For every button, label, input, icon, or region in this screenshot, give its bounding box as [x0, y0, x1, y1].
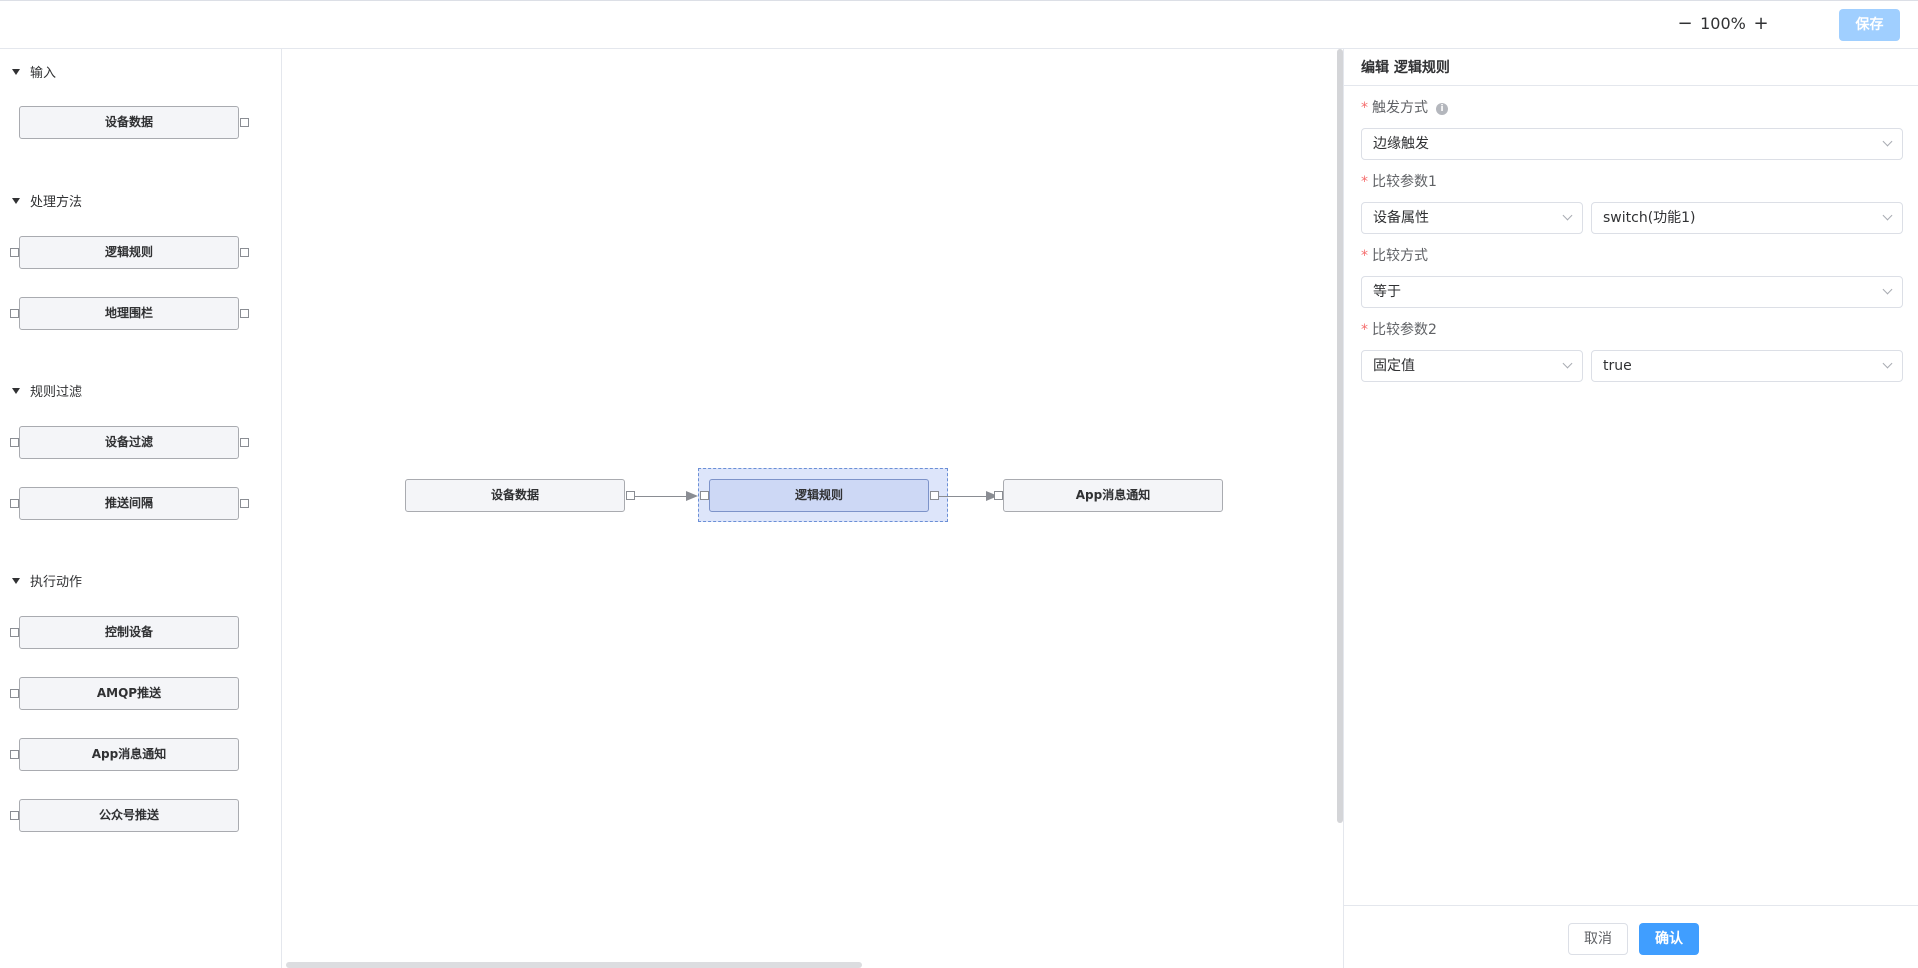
- compare-param-1-value-select[interactable]: switch(功能1): [1591, 202, 1903, 234]
- output-port[interactable]: [930, 491, 939, 500]
- vertical-scrollbar[interactable]: [1337, 49, 1343, 823]
- selected-value: true: [1603, 358, 1632, 374]
- edge-line[interactable]: [939, 496, 988, 497]
- palette-node-device-filter[interactable]: 设备过滤: [19, 426, 239, 459]
- required-mark: *: [1361, 174, 1368, 190]
- caret-down-icon: [12, 69, 20, 75]
- label-text: 比较参数1: [1372, 174, 1437, 190]
- chevron-down-icon: [1562, 210, 1573, 221]
- output-port[interactable]: [240, 118, 249, 127]
- group-title: 输入: [30, 66, 57, 81]
- node-palette: 输入 设备数据 处理方法 逻辑规则 地理围栏 规则过滤 设备过滤 推送间隔 执行…: [0, 49, 282, 968]
- edge-line[interactable]: [635, 496, 687, 497]
- palette-group-filter[interactable]: 规则过滤: [12, 383, 82, 403]
- palette-node-wechat-push[interactable]: 公众号推送: [19, 799, 239, 832]
- output-port[interactable]: [626, 491, 635, 500]
- save-button[interactable]: 保存: [1839, 9, 1900, 41]
- label-text: 比较参数2: [1372, 322, 1437, 338]
- zoom-in-button[interactable]: +: [1753, 13, 1769, 34]
- cancel-button[interactable]: 取消: [1568, 923, 1628, 955]
- group-title: 规则过滤: [30, 385, 83, 400]
- input-port[interactable]: [10, 811, 19, 820]
- input-port[interactable]: [700, 491, 709, 500]
- canvas-node-logic-rule[interactable]: 逻辑规则: [709, 479, 929, 512]
- field-label-trigger-mode: *触发方式 i: [1361, 98, 1448, 118]
- field-label-compare-param-1: *比较参数1: [1361, 172, 1437, 192]
- chevron-down-icon: [1882, 284, 1893, 295]
- palette-node-control-device[interactable]: 控制设备: [19, 616, 239, 649]
- input-port[interactable]: [10, 309, 19, 318]
- required-mark: *: [1361, 100, 1368, 116]
- input-port[interactable]: [10, 248, 19, 257]
- label-text: 触发方式: [1372, 100, 1428, 116]
- caret-down-icon: [12, 198, 20, 204]
- chevron-down-icon: [1882, 358, 1893, 369]
- zoom-level: 100%: [1700, 14, 1746, 33]
- footer-divider: [1344, 905, 1918, 906]
- input-port[interactable]: [10, 499, 19, 508]
- selected-value: 设备属性: [1373, 210, 1429, 226]
- selected-value: 固定值: [1373, 358, 1415, 374]
- required-mark: *: [1361, 248, 1368, 264]
- compare-mode-select[interactable]: 等于: [1361, 276, 1903, 308]
- chevron-down-icon: [1882, 210, 1893, 221]
- input-port[interactable]: [994, 491, 1003, 500]
- arrow-icon: [986, 491, 998, 501]
- field-label-compare-param-2: *比较参数2: [1361, 320, 1437, 340]
- panel-title: 编辑 逻辑规则: [1361, 60, 1450, 76]
- input-port[interactable]: [10, 689, 19, 698]
- output-port[interactable]: [240, 309, 249, 318]
- confirm-button[interactable]: 确认: [1639, 923, 1699, 955]
- output-port[interactable]: [240, 438, 249, 447]
- output-port[interactable]: [240, 248, 249, 257]
- caret-down-icon: [12, 578, 20, 584]
- group-title: 处理方法: [30, 195, 83, 210]
- selected-value: 边缘触发: [1373, 136, 1429, 152]
- input-port[interactable]: [10, 628, 19, 637]
- input-port[interactable]: [10, 750, 19, 759]
- chevron-down-icon: [1882, 136, 1893, 147]
- palette-node-push-interval[interactable]: 推送间隔: [19, 487, 239, 520]
- palette-node-amqp-push[interactable]: AMQP推送: [19, 677, 239, 710]
- output-port[interactable]: [240, 499, 249, 508]
- palette-group-input[interactable]: 输入: [12, 64, 56, 84]
- compare-param-2-value-select[interactable]: true: [1591, 350, 1903, 382]
- palette-group-processing[interactable]: 处理方法: [12, 193, 82, 213]
- selected-value: 等于: [1373, 284, 1401, 300]
- label-text: 比较方式: [1372, 248, 1428, 264]
- top-toolbar: − 100% + 保存: [0, 0, 1918, 49]
- selected-value: switch(功能1): [1603, 210, 1696, 226]
- field-label-compare-mode: *比较方式: [1361, 246, 1428, 266]
- palette-node-app-notification[interactable]: App消息通知: [19, 738, 239, 771]
- palette-group-action[interactable]: 执行动作: [12, 573, 82, 593]
- compare-param-1-type-select[interactable]: 设备属性: [1361, 202, 1583, 234]
- zoom-out-button[interactable]: −: [1677, 13, 1693, 34]
- input-port[interactable]: [10, 438, 19, 447]
- palette-node-logic-rule[interactable]: 逻辑规则: [19, 236, 239, 269]
- horizontal-scrollbar[interactable]: [286, 962, 862, 968]
- caret-down-icon: [12, 388, 20, 394]
- chevron-down-icon: [1562, 358, 1573, 369]
- compare-param-2-type-select[interactable]: 固定值: [1361, 350, 1583, 382]
- required-mark: *: [1361, 322, 1368, 338]
- palette-node-device-data[interactable]: 设备数据: [19, 106, 239, 139]
- palette-node-geofence[interactable]: 地理围栏: [19, 297, 239, 330]
- top-border: [0, 0, 1918, 1]
- trigger-mode-select[interactable]: 边缘触发: [1361, 128, 1903, 160]
- canvas-node-app-notification[interactable]: App消息通知: [1003, 479, 1223, 512]
- info-icon[interactable]: i: [1436, 103, 1448, 115]
- panel-divider: [1344, 85, 1918, 86]
- group-title: 执行动作: [30, 575, 83, 590]
- arrow-icon: [686, 491, 698, 501]
- canvas-node-device-data[interactable]: 设备数据: [405, 479, 625, 512]
